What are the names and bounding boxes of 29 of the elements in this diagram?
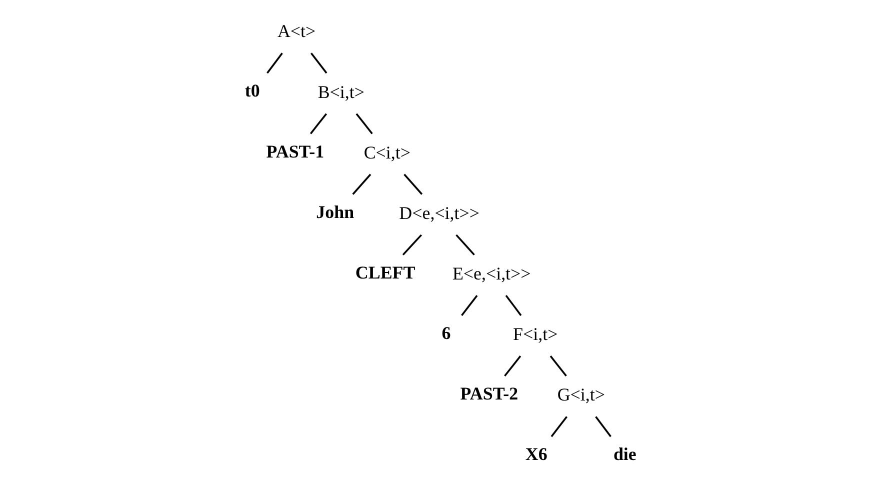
- node-text: CLEFT: [355, 262, 416, 282]
- node-text: E<e,<i,t>>: [452, 264, 531, 284]
- connector: [504, 356, 522, 377]
- node-text: John: [316, 202, 354, 222]
- connector: [505, 294, 522, 316]
- connector: [352, 174, 372, 195]
- node-text: D<e,<i,t>>: [399, 202, 480, 223]
- node-text: die: [613, 444, 636, 464]
- connector: [356, 113, 373, 134]
- connector: [310, 113, 328, 134]
- node-text: B<i,t>: [318, 82, 364, 102]
- connector: [461, 294, 478, 316]
- node-text: F<i,t>: [513, 324, 558, 344]
- connector: [266, 52, 283, 74]
- connector: [550, 416, 568, 438]
- node-text: C<i,t>: [364, 142, 410, 162]
- node-text: PAST-2: [460, 384, 518, 404]
- connector: [456, 234, 475, 256]
- node-text: A<t>: [277, 21, 316, 42]
- connector: [310, 52, 328, 74]
- connector: [404, 174, 423, 195]
- node-text: X6: [525, 444, 548, 464]
- node-text: t0: [244, 80, 260, 101]
- node-text: PAST-1: [266, 141, 324, 162]
- connector: [595, 416, 612, 438]
- connector: [550, 356, 567, 377]
- node-text: 6: [442, 323, 451, 344]
- node-text: G<i,t>: [557, 384, 605, 405]
- connector: [402, 234, 422, 256]
